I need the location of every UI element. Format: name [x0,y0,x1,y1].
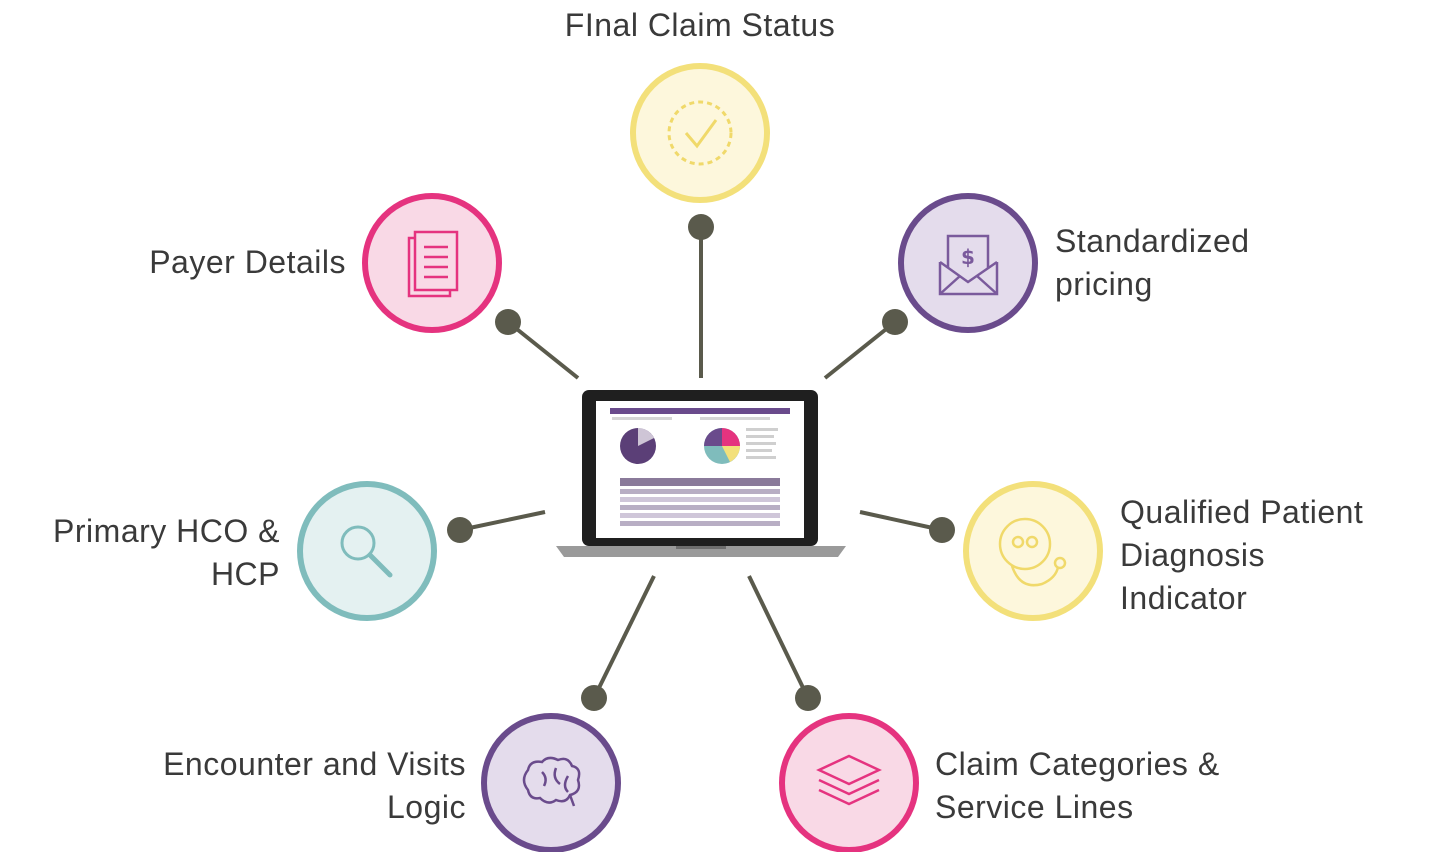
brain-icon [522,756,581,807]
label-line: Standardized [1055,223,1250,259]
label-line: Logic [387,789,466,825]
final-claim-status-node [630,63,770,203]
connector-payer-details-dot [495,309,521,335]
label-line: pricing [1055,266,1153,302]
node-circles: $ [297,63,1103,852]
encounter-visits-logic-node [481,713,621,852]
connector-qualified-patient-diagnosis-dot [929,517,955,543]
connector-claim-categories-service-lines [747,575,810,699]
label-standardized-pricing: Standardized pricing [1055,220,1415,306]
label-encounter-visits-logic: Encounter and Visits Logic [60,743,466,829]
stethoscope-icon [998,517,1067,587]
label-qualified-patient-diagnosis: Qualified Patient Diagnosis Indicator [1120,491,1440,620]
qualified-patient-diagnosis-node [963,481,1103,621]
payer-details-node [362,193,502,333]
connector-encounter-visits-logic-dot [581,685,607,711]
label-payer-details: Payer Details [60,241,346,284]
connector-primary-hco-hcp [459,510,546,532]
layers-icon [816,754,882,806]
dollar-envelope-icon: $ [938,234,999,296]
connectors [447,214,955,711]
connector-primary-hco-hcp-dot [447,517,473,543]
checkmark-icon [667,100,733,166]
svg-text:$: $ [961,245,975,269]
laptop-icon [556,390,846,557]
claim-categories-service-lines-node [779,713,919,852]
primary-hco-hcp-node [297,481,437,621]
connector-encounter-visits-logic [592,575,656,699]
label-line: Diagnosis [1120,537,1266,573]
label-final-claim-status: FInal Claim Status [500,4,900,47]
connector-final-claim-status-dot [688,214,714,240]
document-stack-icon [407,230,459,298]
connector-payer-details [506,320,580,380]
connector-standardized-pricing [823,320,897,380]
magnifier-icon [340,525,393,578]
label-line: Primary HCO & [53,513,280,549]
connector-standardized-pricing-dot [882,309,908,335]
label-line: Qualified Patient [1120,494,1364,530]
label-line: FInal Claim Status [564,7,836,43]
connector-qualified-patient-diagnosis [859,510,943,532]
standardized-pricing-node: $ [898,193,1038,333]
label-line: Encounter and Visits [163,746,466,782]
label-claim-categories-service-lines: Claim Categories & Service Lines [935,743,1335,829]
label-line: Indicator [1120,580,1248,616]
label-line: Payer Details [149,244,346,280]
label-line: HCP [210,556,280,592]
label-line: Service Lines [935,789,1134,825]
label-line: Claim Categories & [935,746,1220,782]
label-primary-hco-hcp: Primary HCO & HCP [0,510,280,596]
connector-claim-categories-service-lines-dot [795,685,821,711]
